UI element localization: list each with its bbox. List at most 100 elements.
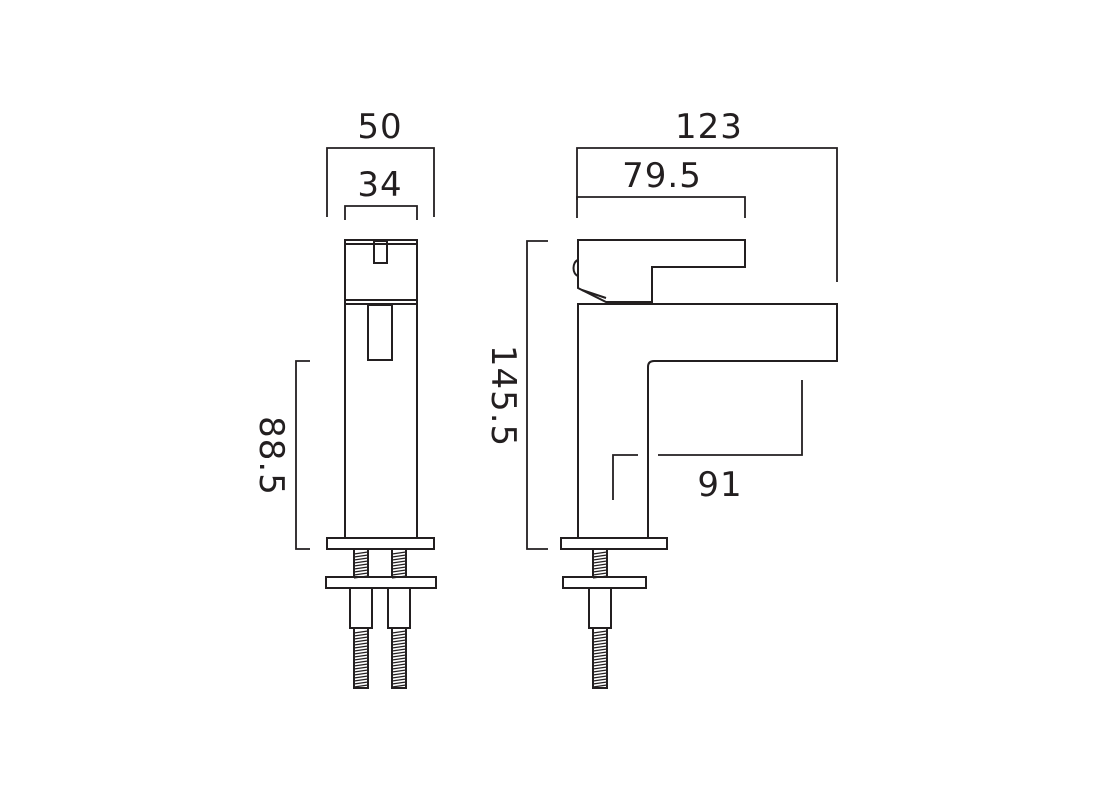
- thread-line: [391, 669, 407, 673]
- thread-line: [391, 681, 407, 685]
- thread-line: [353, 572, 369, 576]
- side-lever-cap: [344, 239, 418, 301]
- thread-line: [391, 572, 407, 576]
- thread-line: [391, 678, 407, 682]
- thread-line: [592, 660, 608, 664]
- thread-line: [391, 551, 407, 555]
- thread-line: [391, 560, 407, 564]
- thread-line: [391, 566, 407, 570]
- thread-line: [353, 554, 369, 558]
- thread-line: [391, 648, 407, 652]
- thread-line: [592, 630, 608, 634]
- dimension-label-50: 50: [357, 107, 402, 147]
- thread-line: [391, 666, 407, 670]
- dimension-label-91: 91: [697, 465, 742, 505]
- thread-line: [353, 678, 369, 682]
- front-base-plate: [560, 537, 668, 550]
- thread-line: [592, 572, 608, 576]
- thread-line: [592, 566, 608, 570]
- dimension-label-123: 123: [675, 107, 743, 147]
- thread-line: [592, 654, 608, 658]
- thread-line: [592, 563, 608, 567]
- thread-line: [592, 554, 608, 558]
- thread-line: [353, 633, 369, 637]
- side-base-plate: [326, 537, 435, 550]
- thread-line: [353, 569, 369, 573]
- thread-line: [353, 651, 369, 655]
- dimension-side-body-height: 88.5: [251, 360, 310, 550]
- thread-line: [592, 560, 608, 564]
- thread-line: [391, 657, 407, 661]
- thread-line: [391, 633, 407, 637]
- thread-line: [592, 663, 608, 667]
- thread-line: [353, 666, 369, 670]
- thread-line: [353, 639, 369, 643]
- thread-line: [353, 563, 369, 567]
- thread-line: [353, 645, 369, 649]
- thread-line: [353, 657, 369, 661]
- thread-line: [592, 645, 608, 649]
- dimension-label-88-5: 88.5: [251, 416, 291, 496]
- thread-line: [391, 672, 407, 676]
- thread-line: [391, 630, 407, 634]
- thread-line: [353, 642, 369, 646]
- thread-line: [592, 669, 608, 673]
- thread-line: [353, 660, 369, 664]
- thread-line: [592, 551, 608, 555]
- thread-line: [592, 557, 608, 561]
- dimension-label-145-5: 145.5: [483, 345, 523, 447]
- thread-line: [391, 639, 407, 643]
- thread-line: [391, 636, 407, 640]
- front-view: 123 79.5 145.5 91: [483, 107, 838, 689]
- thread-line: [391, 557, 407, 561]
- thread-line: [592, 672, 608, 676]
- thread-line: [391, 554, 407, 558]
- thread-line: [391, 563, 407, 567]
- thread-line: [353, 630, 369, 634]
- thread-line: [353, 684, 369, 688]
- side-tap-body: [344, 300, 418, 539]
- thread-line: [592, 636, 608, 640]
- front-stud: [588, 548, 612, 689]
- thread-line: [353, 654, 369, 658]
- thread-line: [353, 557, 369, 561]
- thread-line: [353, 681, 369, 685]
- thread-line: [391, 660, 407, 664]
- side-washer: [325, 576, 437, 589]
- front-tap-body: [577, 303, 838, 538]
- front-handle: [572, 239, 746, 303]
- thread-line: [391, 645, 407, 649]
- thread-line: [592, 666, 608, 670]
- thread-line: [391, 569, 407, 573]
- thread-line: [592, 681, 608, 685]
- thread-line: [391, 684, 407, 688]
- thread-line: [353, 551, 369, 555]
- thread-line: [391, 642, 407, 646]
- thread-line: [353, 566, 369, 570]
- thread-line: [592, 657, 608, 661]
- thread-line: [353, 648, 369, 652]
- thread-line: [592, 684, 608, 688]
- dimension-front-total-height: 145.5: [483, 240, 548, 550]
- thread-line: [353, 672, 369, 676]
- side-stud-left: [349, 548, 373, 689]
- thread-line: [391, 663, 407, 667]
- thread-line: [391, 675, 407, 679]
- dimension-front-spout-reach: 91: [612, 380, 803, 505]
- thread-line: [592, 569, 608, 573]
- thread-line: [391, 654, 407, 658]
- dimension-front-handle-depth: 79.5: [576, 156, 746, 218]
- thread-line: [592, 633, 608, 637]
- front-washer: [562, 576, 647, 589]
- thread-line: [353, 636, 369, 640]
- side-stud-right: [387, 548, 411, 689]
- thread-line: [353, 669, 369, 673]
- thread-line: [353, 675, 369, 679]
- dimension-side-width-inner: 34: [344, 165, 418, 220]
- thread-line: [592, 651, 608, 655]
- thread-line: [592, 639, 608, 643]
- thread-line: [592, 648, 608, 652]
- dimension-side-width-outer: 50: [326, 107, 435, 217]
- thread-line: [353, 663, 369, 667]
